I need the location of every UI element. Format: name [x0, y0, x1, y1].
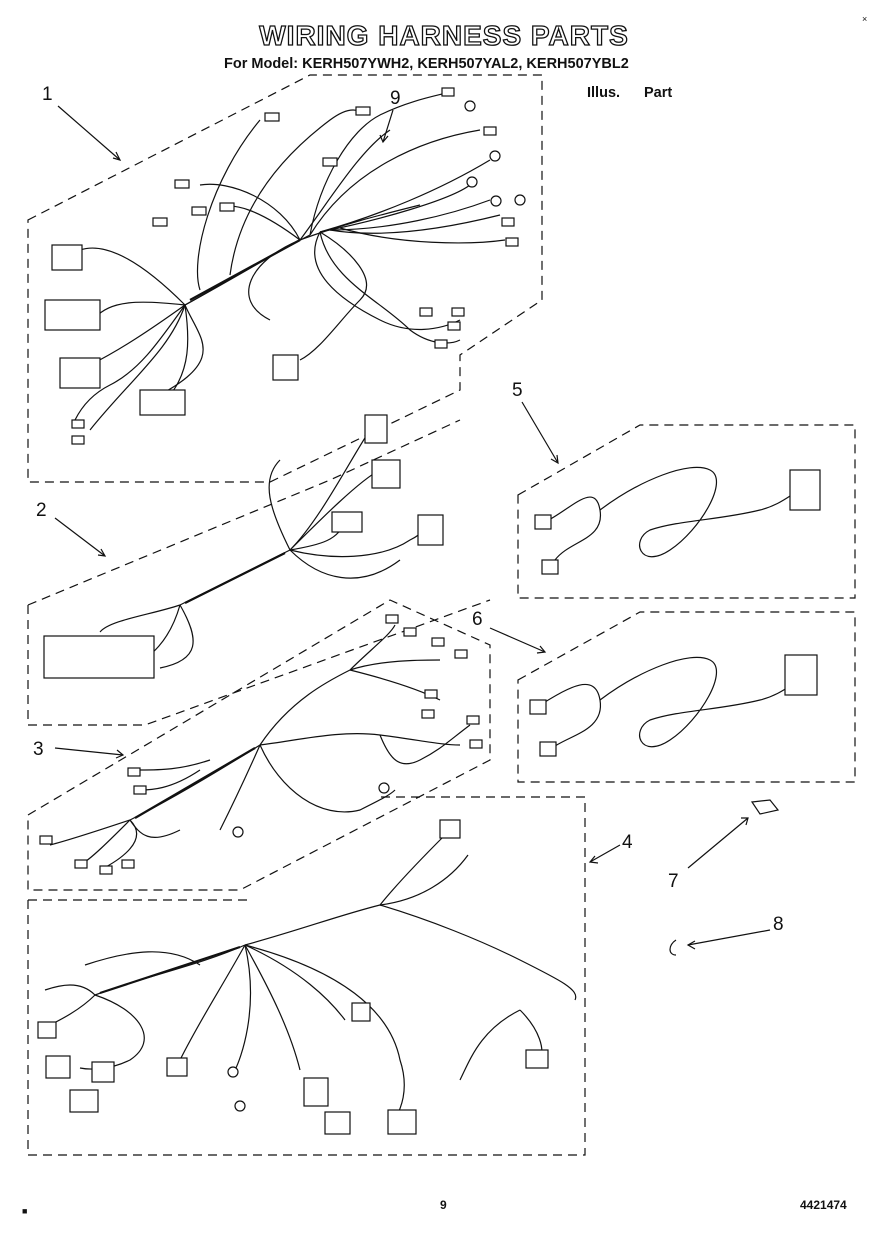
harness-3-sleeve	[134, 747, 256, 819]
harness-2-outline	[27, 419, 491, 726]
callout-2: 2	[36, 500, 47, 521]
harness-3-outline	[27, 599, 491, 891]
callout-7: 7	[668, 871, 679, 892]
harness-3-terminals	[39, 614, 483, 875]
callout-3: 3	[33, 739, 44, 760]
harness-4-outline	[27, 796, 586, 1156]
harness-6-connectors	[529, 654, 818, 757]
leader-arrows	[54, 105, 771, 950]
harness-1-outline	[27, 74, 543, 483]
page-number: 9	[440, 1198, 447, 1212]
corner-mark: ×	[862, 14, 868, 24]
callout-8: 8	[773, 914, 784, 935]
harness-6-wires	[539, 656, 801, 749]
harness-5-wires	[544, 466, 801, 561]
harness-5-connectors	[534, 469, 821, 575]
callout-5: 5	[512, 380, 523, 401]
clip-part-7	[750, 799, 780, 815]
harness-1-terminals	[71, 87, 526, 445]
callout-6: 6	[472, 609, 483, 630]
corner-mark-bottom: ■	[22, 1206, 28, 1216]
harness-1-connectors	[44, 244, 299, 416]
harness-6-outline	[517, 611, 856, 783]
ring-part-8	[669, 939, 677, 956]
harness-4-connectors	[37, 819, 549, 1135]
harness-1-sleeve	[189, 239, 301, 301]
callout-4: 4	[622, 832, 633, 853]
illus-column-label: Illus.	[587, 85, 621, 101]
model-subtitle: For Model: KERH507YWH2, KERH507YAL2, KER…	[224, 56, 629, 72]
document-number: 4421474	[800, 1198, 847, 1212]
harness-2-connectors	[43, 414, 444, 679]
part-column-label: Part	[644, 85, 673, 101]
harness-4-sleeve	[99, 945, 241, 995]
harness-5-outline	[517, 424, 856, 599]
harness-4-wires	[44, 834, 577, 1121]
callout-1: 1	[42, 84, 53, 105]
page-title: WIRING HARNESS PARTS	[259, 19, 629, 51]
harness-2-sleeve	[184, 552, 286, 604]
callout-9: 9	[390, 88, 401, 109]
